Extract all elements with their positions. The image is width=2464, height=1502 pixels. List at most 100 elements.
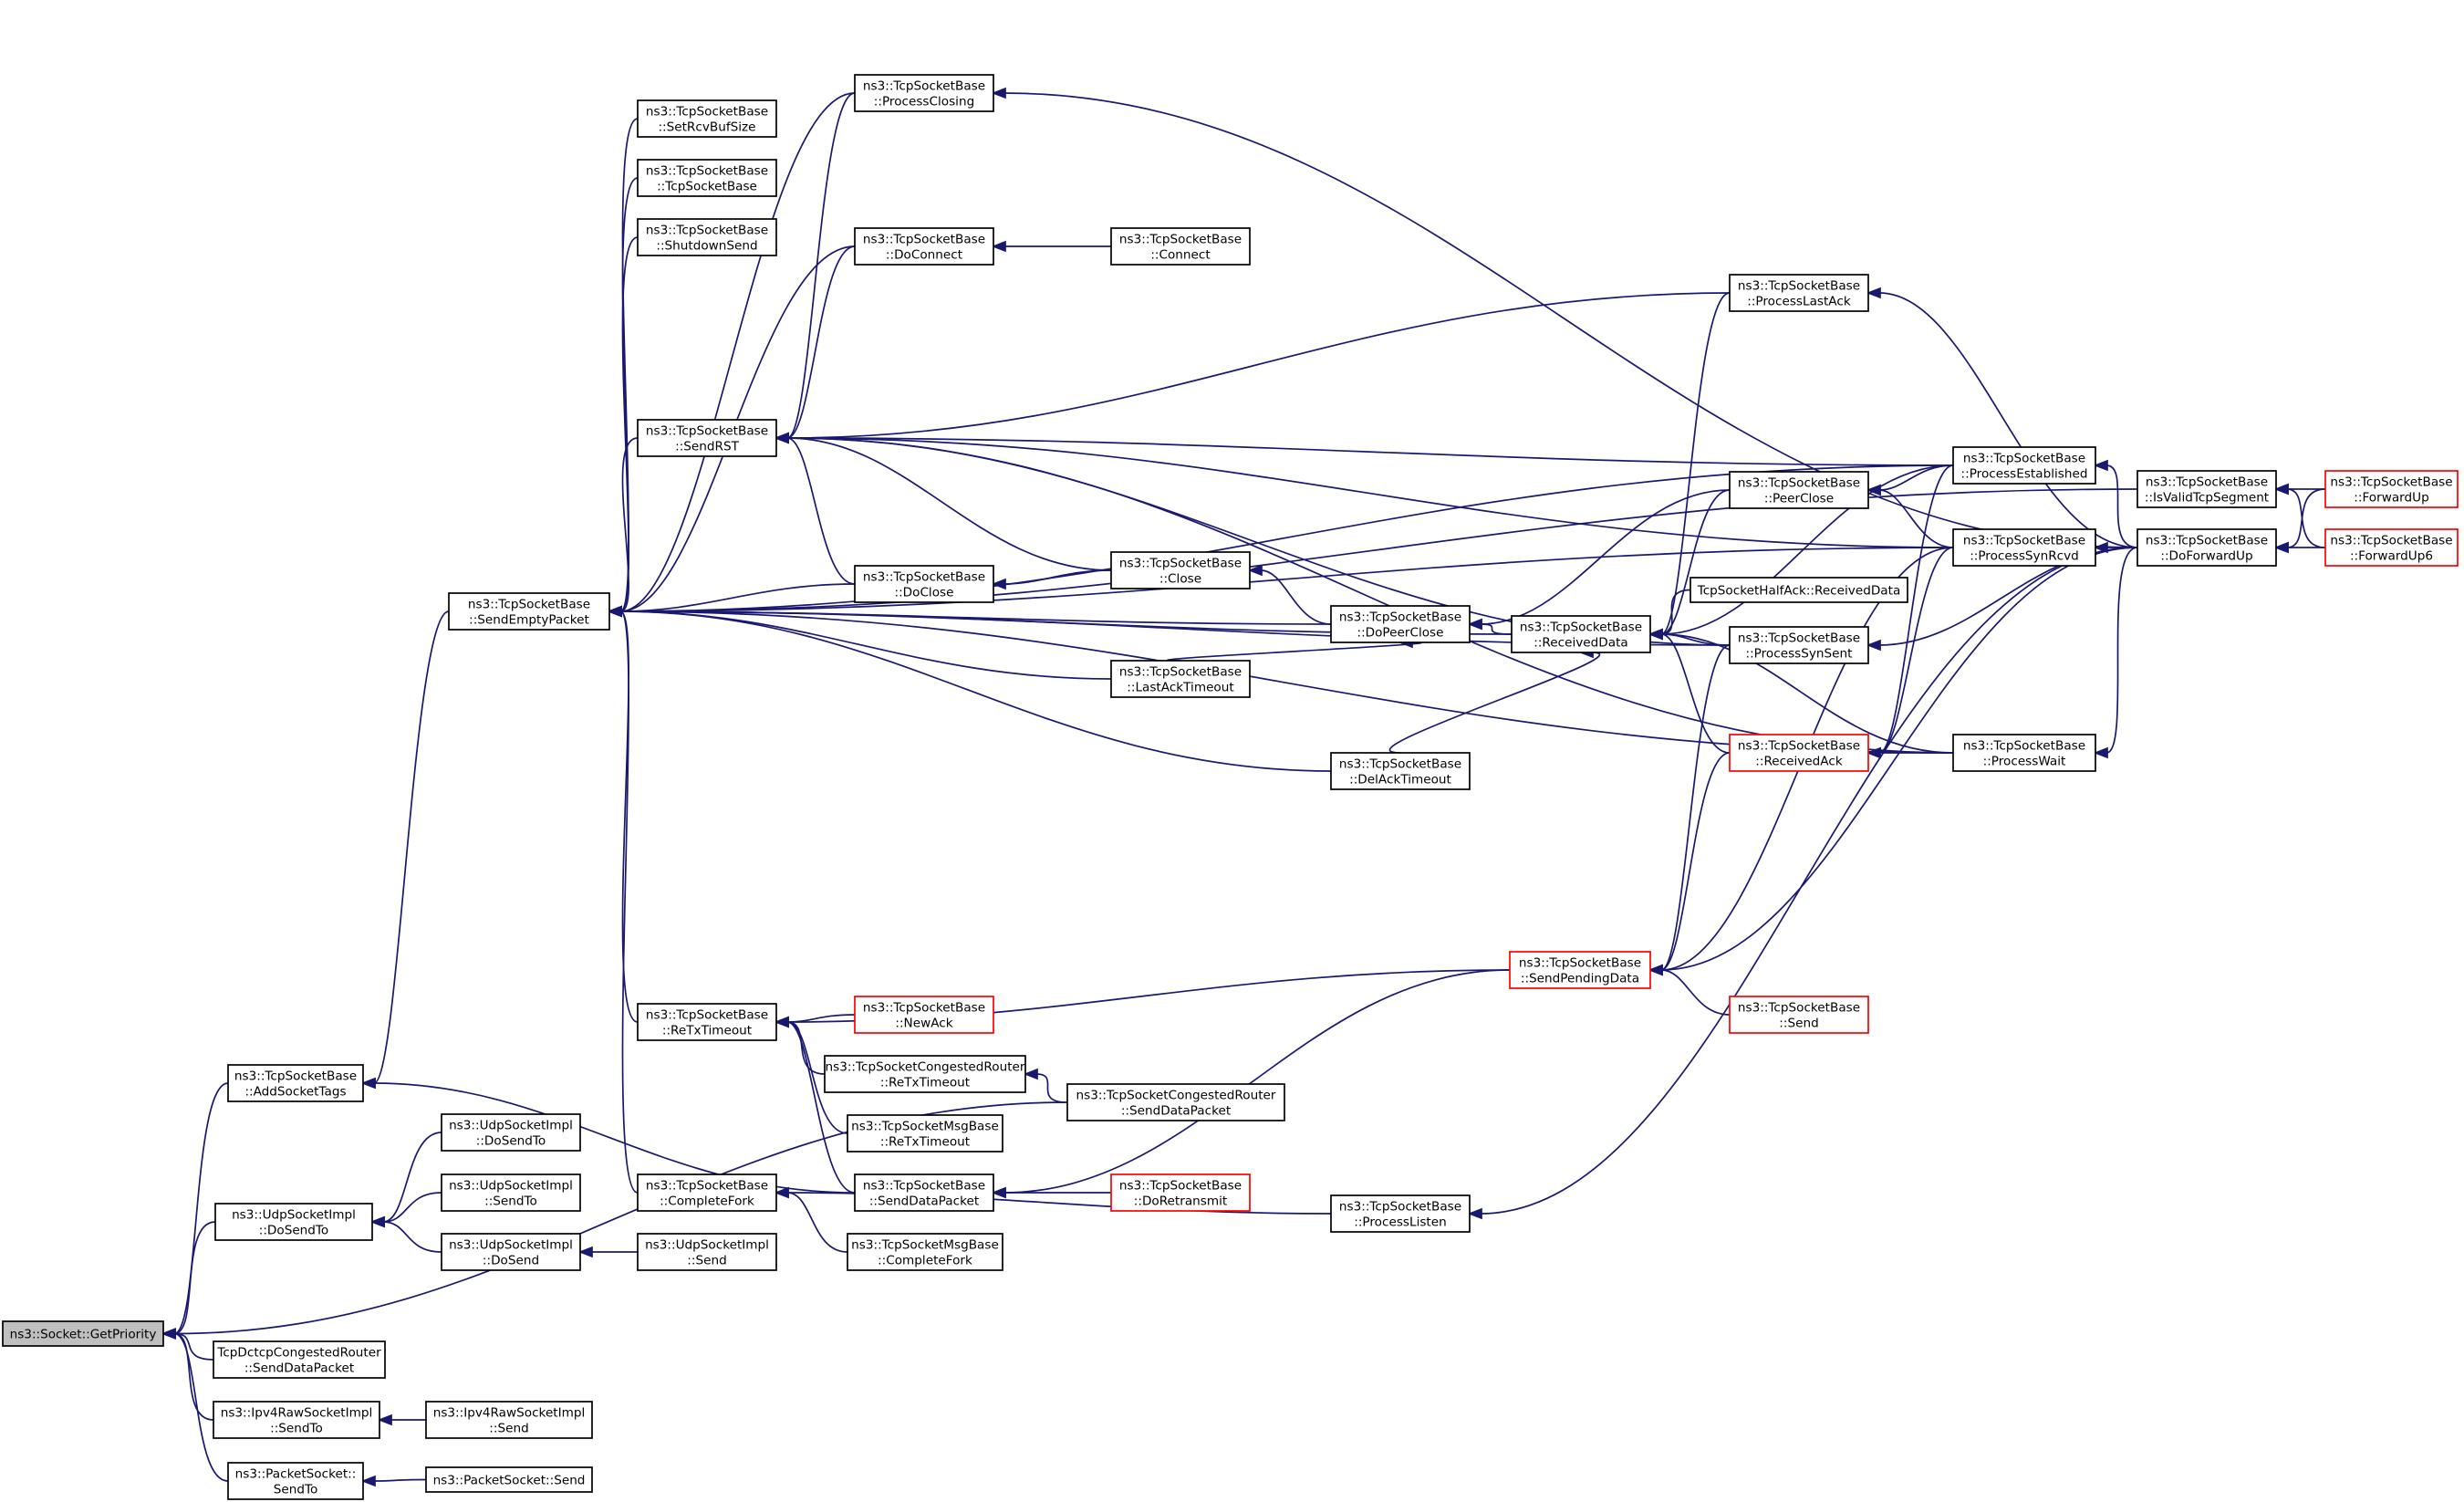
node-dctcpsenddata[interactable]: TcpDctcpCongestedRouter::SendDataPacket [213, 1340, 386, 1379]
node-forwardup[interactable]: ns3::TcpSocketBase::ForwardUp [2324, 470, 2459, 508]
node-label: ns3::TcpSocketBase [1339, 610, 1461, 625]
node-processlastack[interactable]: ns3::TcpSocketBase::ProcessLastAck [1729, 274, 1869, 312]
arrowhead-icon [577, 1246, 593, 1258]
edge-processclosing-to-sendemptypacket [619, 92, 856, 612]
node-congsenddata[interactable]: ns3::TcpSocketCongestedRouter::SendDataP… [1066, 1083, 1285, 1121]
node-udpdosend[interactable]: ns3::UdpSocketImpl::DoSend [441, 1233, 581, 1271]
node-label: ::ProcessSynRcvd [1970, 549, 2079, 564]
edge-doclose-to-sendemptypacket [619, 583, 856, 612]
node-box [425, 1466, 593, 1493]
node-sendpendingdata[interactable]: ns3::TcpSocketBase::SendPendingData [1509, 951, 1651, 989]
node-box [2137, 470, 2277, 508]
arrowhead-icon [607, 605, 622, 618]
arrowhead-icon [1467, 618, 1482, 631]
node-lastacktimeout[interactable]: ns3::TcpSocketBase::LastAckTimeout [1110, 660, 1251, 698]
edge-sendpendingdata-to-senddatapacket [1003, 969, 1511, 1194]
edge-msgretx-to-retxtimeout [786, 1021, 848, 1134]
node-box [637, 99, 777, 138]
node-isvalidtcpsegment[interactable]: ns3::TcpSocketBase::IsValidTcpSegment [2137, 470, 2277, 508]
node-label: ns3::UdpSocketImpl [645, 1238, 769, 1253]
node-tcpsocketbase[interactable]: ns3::TcpSocketBase::TcpSocketBase [637, 159, 777, 197]
node-label: ns3::TcpSocketBase [1738, 1001, 1860, 1016]
arrowhead-icon [1866, 746, 1881, 759]
node-connect[interactable]: ns3::TcpSocketBase::Connect [1110, 227, 1251, 266]
node-box [227, 1462, 364, 1500]
node-box [1952, 446, 2096, 485]
node-newack[interactable]: ns3::TcpSocketBase::NewAck [854, 996, 994, 1034]
node-shutdownsend[interactable]: ns3::TcpSocketBase::ShutdownSend [637, 218, 777, 256]
node-doretransmit[interactable]: ns3::TcpSocketBase::DoRetransmit [1110, 1173, 1251, 1212]
arrowhead-icon [377, 1413, 392, 1426]
edge-shutdownsend-to-sendemptypacket [619, 236, 639, 612]
node-udpdosendto2[interactable]: ns3::UdpSocketImpl::DoSendTo [441, 1113, 581, 1152]
arrowhead-icon [774, 1016, 789, 1028]
node-udpdosendto[interactable]: ns3::UdpSocketImpl::DoSendTo [214, 1203, 373, 1241]
node-packetsendto[interactable]: ns3::PacketSocket::SendTo [227, 1462, 364, 1500]
node-udpsendto[interactable]: ns3::UdpSocketImpl::SendTo [441, 1173, 581, 1212]
node-label: ns3::TcpSocketCongestedRouter [826, 1060, 1025, 1075]
edge-doforwardup-to-processclosing [1003, 92, 2138, 548]
node-processestablished[interactable]: ns3::TcpSocketBase::ProcessEstablished [1952, 446, 2096, 485]
node-label: ::ReTxTimeout [880, 1135, 970, 1150]
node-sendemptypacket[interactable]: ns3::TcpSocketBase::SendEmptyPacket [448, 592, 610, 631]
node-processwait[interactable]: ns3::TcpSocketBase::ProcessWait [1952, 734, 2096, 772]
edge-processsynrcvd-to-peerclose [1878, 489, 1954, 548]
node-msgretx[interactable]: ns3::TcpSocketMsgBase::ReTxTimeout [847, 1114, 1003, 1153]
node-box [1729, 274, 1869, 312]
node-dopeerclose[interactable]: ns3::TcpSocketBase::DoPeerClose [1330, 605, 1471, 643]
node-box [1729, 626, 1869, 664]
node-processsynrcvd[interactable]: ns3::TcpSocketBase::ProcessSynRcvd [1952, 528, 2096, 567]
edge-sendemptypacket-to-addsockettags [373, 610, 450, 1084]
node-processlisten[interactable]: ns3::TcpSocketBase::ProcessListen [1330, 1194, 1471, 1233]
edge-processwait-to-sendemptypacket [619, 610, 1954, 754]
node-ipv4rawsendto[interactable]: ns3::Ipv4RawSocketImpl::SendTo [213, 1401, 380, 1439]
node-senddatapacket[interactable]: ns3::TcpSocketBase::SendDataPacket [854, 1173, 994, 1212]
node-label: ::NewAck [895, 1017, 952, 1031]
node-label: ns3::TcpSocketBase [646, 164, 768, 179]
node-receivedack[interactable]: ns3::TcpSocketBase::ReceivedAck [1729, 734, 1869, 772]
node-doconnect[interactable]: ns3::TcpSocketBase::DoConnect [854, 227, 994, 266]
node-forwardup6[interactable]: ns3::TcpSocketBase::ForwardUp6 [2324, 528, 2459, 567]
edge-processsynrcvd-to-sendemptypacket [619, 547, 1954, 612]
node-getpriority[interactable]: ns3::Socket::GetPriority [2, 1320, 164, 1347]
arrowhead-icon [1648, 964, 1663, 976]
node-label: ::TcpSocketBase [657, 180, 757, 194]
edge-close-to-sendrst [786, 437, 1112, 571]
node-send[interactable]: ns3::TcpSocketBase::Send [1729, 996, 1869, 1034]
node-label: ns3::TcpSocketBase [1119, 665, 1242, 680]
node-receiveddata[interactable]: ns3::TcpSocketBase::ReceivedData [1511, 615, 1651, 653]
node-label: ::SendRST [675, 440, 739, 454]
node-doclose[interactable]: ns3::TcpSocketBase::DoClose [854, 565, 994, 603]
node-udpsend[interactable]: ns3::UdpSocketImpl::Send [637, 1233, 777, 1271]
node-msgcompletefork[interactable]: ns3::TcpSocketMsgBase::CompleteFork [847, 1233, 1003, 1271]
arrowhead-icon [369, 1215, 385, 1228]
node-label: ::LastAckTimeout [1127, 681, 1233, 695]
node-retxtimeout[interactable]: ns3::TcpSocketBase::ReTxTimeout [637, 1003, 777, 1041]
node-box [637, 159, 777, 197]
node-packetsend[interactable]: ns3::PacketSocket::Send [425, 1466, 593, 1493]
node-label: ns3::TcpSocketBase [863, 1179, 985, 1194]
node-box [854, 74, 994, 112]
node-doforwardup[interactable]: ns3::TcpSocketBase::DoForwardUp [2137, 528, 2277, 567]
node-setrcvbufsize[interactable]: ns3::TcpSocketBase::SetRcvBufSize [637, 99, 777, 138]
node-completefork[interactable]: ns3::TcpSocketBase::CompleteFork [637, 1173, 777, 1212]
node-congretx[interactable]: ns3::TcpSocketCongestedRouter::ReTxTimeo… [824, 1055, 1026, 1093]
arrowhead-icon [1866, 639, 1881, 652]
node-ipv4rawsend[interactable]: ns3::Ipv4RawSocketImpl::Send [425, 1401, 593, 1439]
node-label: ns3::UdpSocketImpl [232, 1208, 356, 1223]
node-sendrst[interactable]: ns3::TcpSocketBase::SendRST [637, 419, 777, 457]
node-addsockettags[interactable]: ns3::TcpSocketBase::AddSocketTags [227, 1064, 364, 1102]
node-peerclose[interactable]: ns3::TcpSocketBase::PeerClose [1729, 471, 1869, 509]
node-label: ::DoForwardUp [2160, 549, 2252, 564]
arrowhead-icon [991, 1186, 1006, 1199]
node-processclosing[interactable]: ns3::TcpSocketBase::ProcessClosing [854, 74, 994, 112]
edge-doforwardup-to-processlastack [1878, 292, 2138, 548]
node-close[interactable]: ns3::TcpSocketBase::Close [1110, 551, 1251, 589]
node-label: ::ReTxTimeout [880, 1076, 970, 1090]
node-halfackreceived[interactable]: TcpSocketHalfAck::ReceivedData [1689, 577, 1908, 603]
node-label: ::ShutdownSend [656, 239, 757, 254]
node-label: ::ProcessEstablished [1961, 467, 2088, 482]
node-delacktimeout[interactable]: ns3::TcpSocketBase::DelAckTimeout [1330, 752, 1471, 790]
node-processsynsent[interactable]: ns3::TcpSocketBase::ProcessSynSent [1729, 626, 1869, 664]
